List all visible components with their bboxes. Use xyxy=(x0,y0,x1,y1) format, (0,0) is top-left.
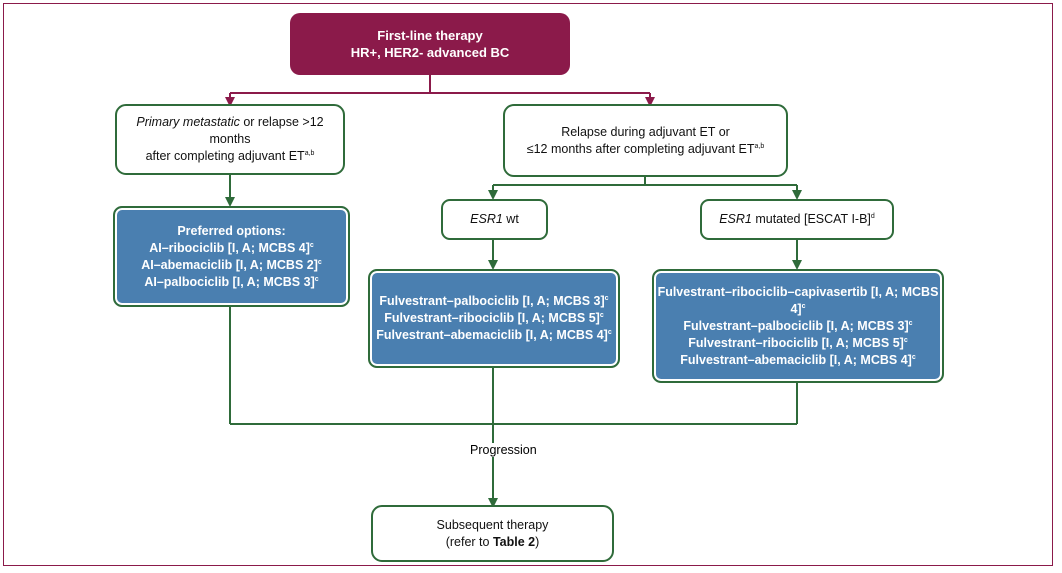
title-line2: HR+, HER2- advanced BC xyxy=(350,45,510,60)
title-connector xyxy=(225,75,655,107)
mutated-treatment-line: Fulvestrant–ribociclib [I, A; MCBS 5]c xyxy=(688,335,908,350)
wt-treatment-line: Fulvestrant–abemaciclib [I, A; MCBS 4]c xyxy=(376,328,612,342)
mutated-treatment-line: Fulvestrant–ribociclib–capivasertib [I, … xyxy=(657,284,939,316)
pd-label: Progression xyxy=(470,443,537,457)
second-line-box: Subsequent therapy (refer to Table 2) xyxy=(371,505,614,562)
left-treatment-heading: Preferred options: xyxy=(177,223,286,238)
left-branch-line1: Primary metastatic or relapse >12 months xyxy=(136,115,324,146)
wt-treatment-line: Fulvestrant–ribociclib [I, A; MCBS 5]c xyxy=(384,311,604,325)
title-line1: First-line therapy xyxy=(377,28,483,43)
wt-treatment-line: Fulvestrant–palbociclib [I, A; MCBS 3]c xyxy=(379,294,609,308)
mutated-treatment-box: Fulvestrant–ribociclib–capivasertib [I, … xyxy=(652,269,944,383)
right-branch-box: Relapse during adjuvant ET or ≤12 months… xyxy=(503,104,788,177)
second-line-line2: (refer to Table 2) xyxy=(445,534,540,549)
figure-frame xyxy=(3,3,1053,566)
left-treatment-line: AI–abemaciclib [I, A; MCBS 2]c xyxy=(141,257,322,272)
right-branch-line1: Relapse during adjuvant ET or xyxy=(561,124,730,139)
mutated-box: ESR1 mutated [ESCAT I-B]d xyxy=(700,199,894,240)
wt-treatment-box: Fulvestrant–palbociclib [I, A; MCBS 3]c … xyxy=(368,269,620,368)
figure-reference-link[interactable]: Table 2 xyxy=(492,534,536,549)
right-branch-line2: ≤12 months after completing adjuvant ETa… xyxy=(526,141,765,156)
left-treatment-line: AI–palbociclib [I, A; MCBS 3]c xyxy=(144,274,319,289)
green-connectors xyxy=(225,175,802,508)
mutated-treatment-line: Fulvestrant–palbociclib [I, A; MCBS 3]c xyxy=(683,318,913,333)
left-branch-box: Primary metastatic or relapse >12 months… xyxy=(115,104,345,175)
mutated-treatment-line: Fulvestrant–abemaciclib [I, A; MCBS 4]c xyxy=(680,352,916,367)
second-line-line1: Subsequent therapy xyxy=(436,517,549,532)
left-branch-line2: after completing adjuvant ETa,b xyxy=(145,149,315,163)
left-treatment-box: Preferred options: AI–ribociclib [I, A; … xyxy=(113,206,350,307)
wt-box: ESR1 wt xyxy=(441,199,548,240)
left-treatment-line: AI–ribociclib [I, A; MCBS 4]c xyxy=(149,240,314,255)
title-box: First-line therapy HR+, HER2- advanced B… xyxy=(290,13,570,75)
